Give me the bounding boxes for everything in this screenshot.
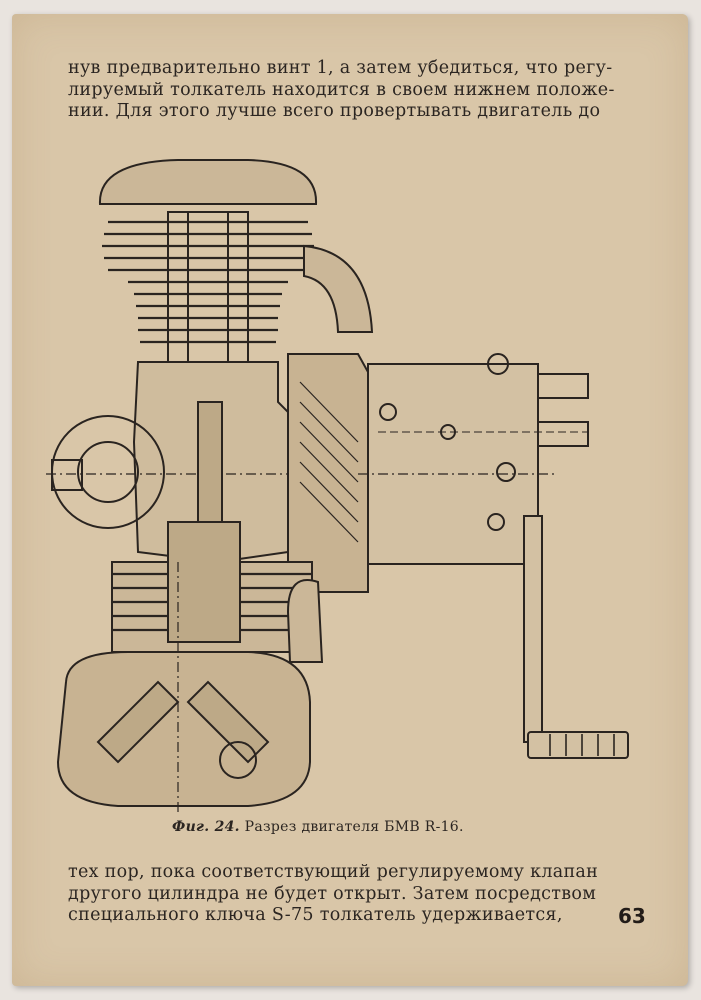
top-paragraph: нув предварительно винт 1, а затем убеди… — [68, 58, 628, 123]
figure-caption: Фиг. 24. Разрез двигателя БМВ R-16. — [172, 819, 592, 835]
text-line: другого цилиндра не будет открыт. Затем … — [68, 883, 597, 904]
figure-label: Фиг. 24. — [172, 819, 240, 835]
text-line: нув предварительно винт 1, а затем убеди… — [68, 58, 613, 78]
text-line: тех пор, пока соответствующий регулируем… — [68, 862, 599, 882]
figure-caption-text: Разрез двигателя БМВ R-16. — [244, 819, 464, 835]
text-line: нии. Для этого лучше всего провертывать … — [68, 101, 601, 121]
page-number: 63 — [618, 904, 646, 928]
book-page: нув предварительно винт 1, а затем убеди… — [12, 14, 688, 986]
text-line: специального ключа S-75 толкатель удержи… — [68, 905, 563, 925]
bottom-paragraph: тех пор, пока соответствующий регулируем… — [68, 862, 628, 927]
text-line: лируемый толкатель находится в своем ниж… — [68, 79, 615, 100]
engine-cross-section-drawing — [38, 142, 644, 812]
